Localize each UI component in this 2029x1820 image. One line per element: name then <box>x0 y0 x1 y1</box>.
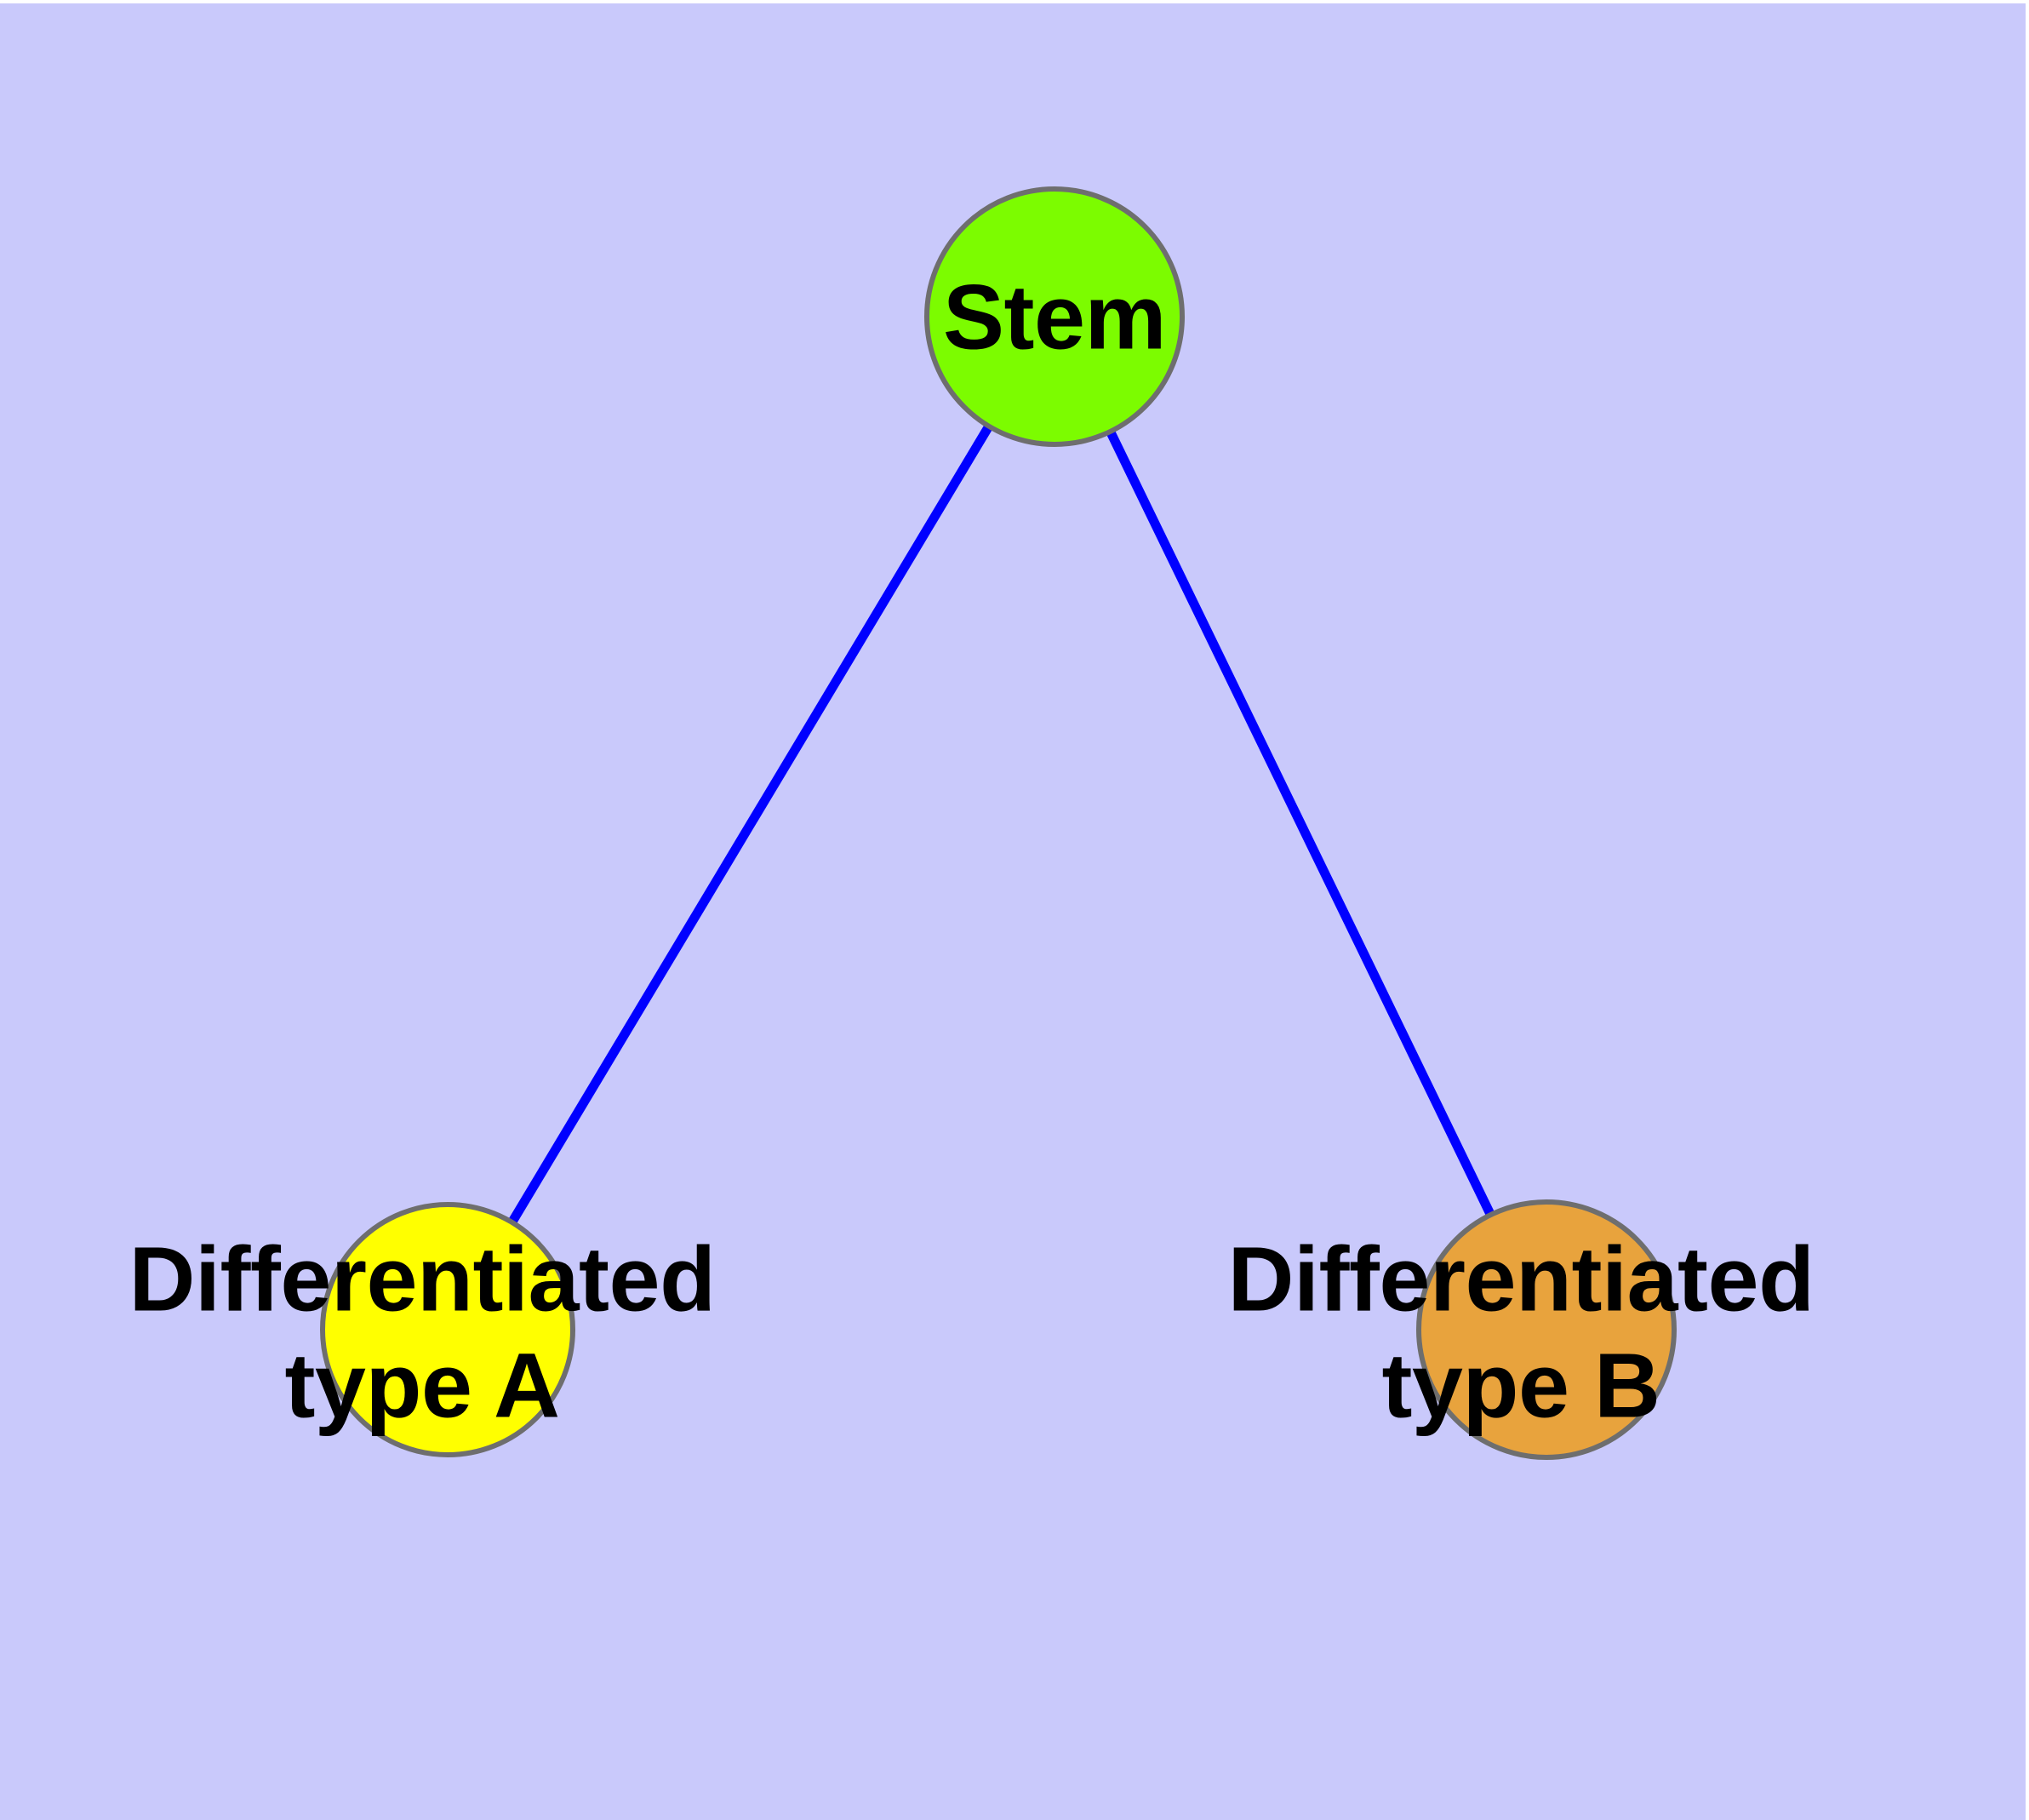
node-layer <box>320 186 1677 1460</box>
node-differentiated-type-b[interactable] <box>1416 1199 1677 1460</box>
edge-stem-to-differentiated-type-a[interactable] <box>506 421 995 1228</box>
edge-layer <box>506 421 1497 1228</box>
node-differentiated-type-a[interactable] <box>320 1202 575 1457</box>
edge-stem-to-differentiated-type-b[interactable] <box>1104 426 1497 1221</box>
node-stem[interactable] <box>924 186 1185 447</box>
